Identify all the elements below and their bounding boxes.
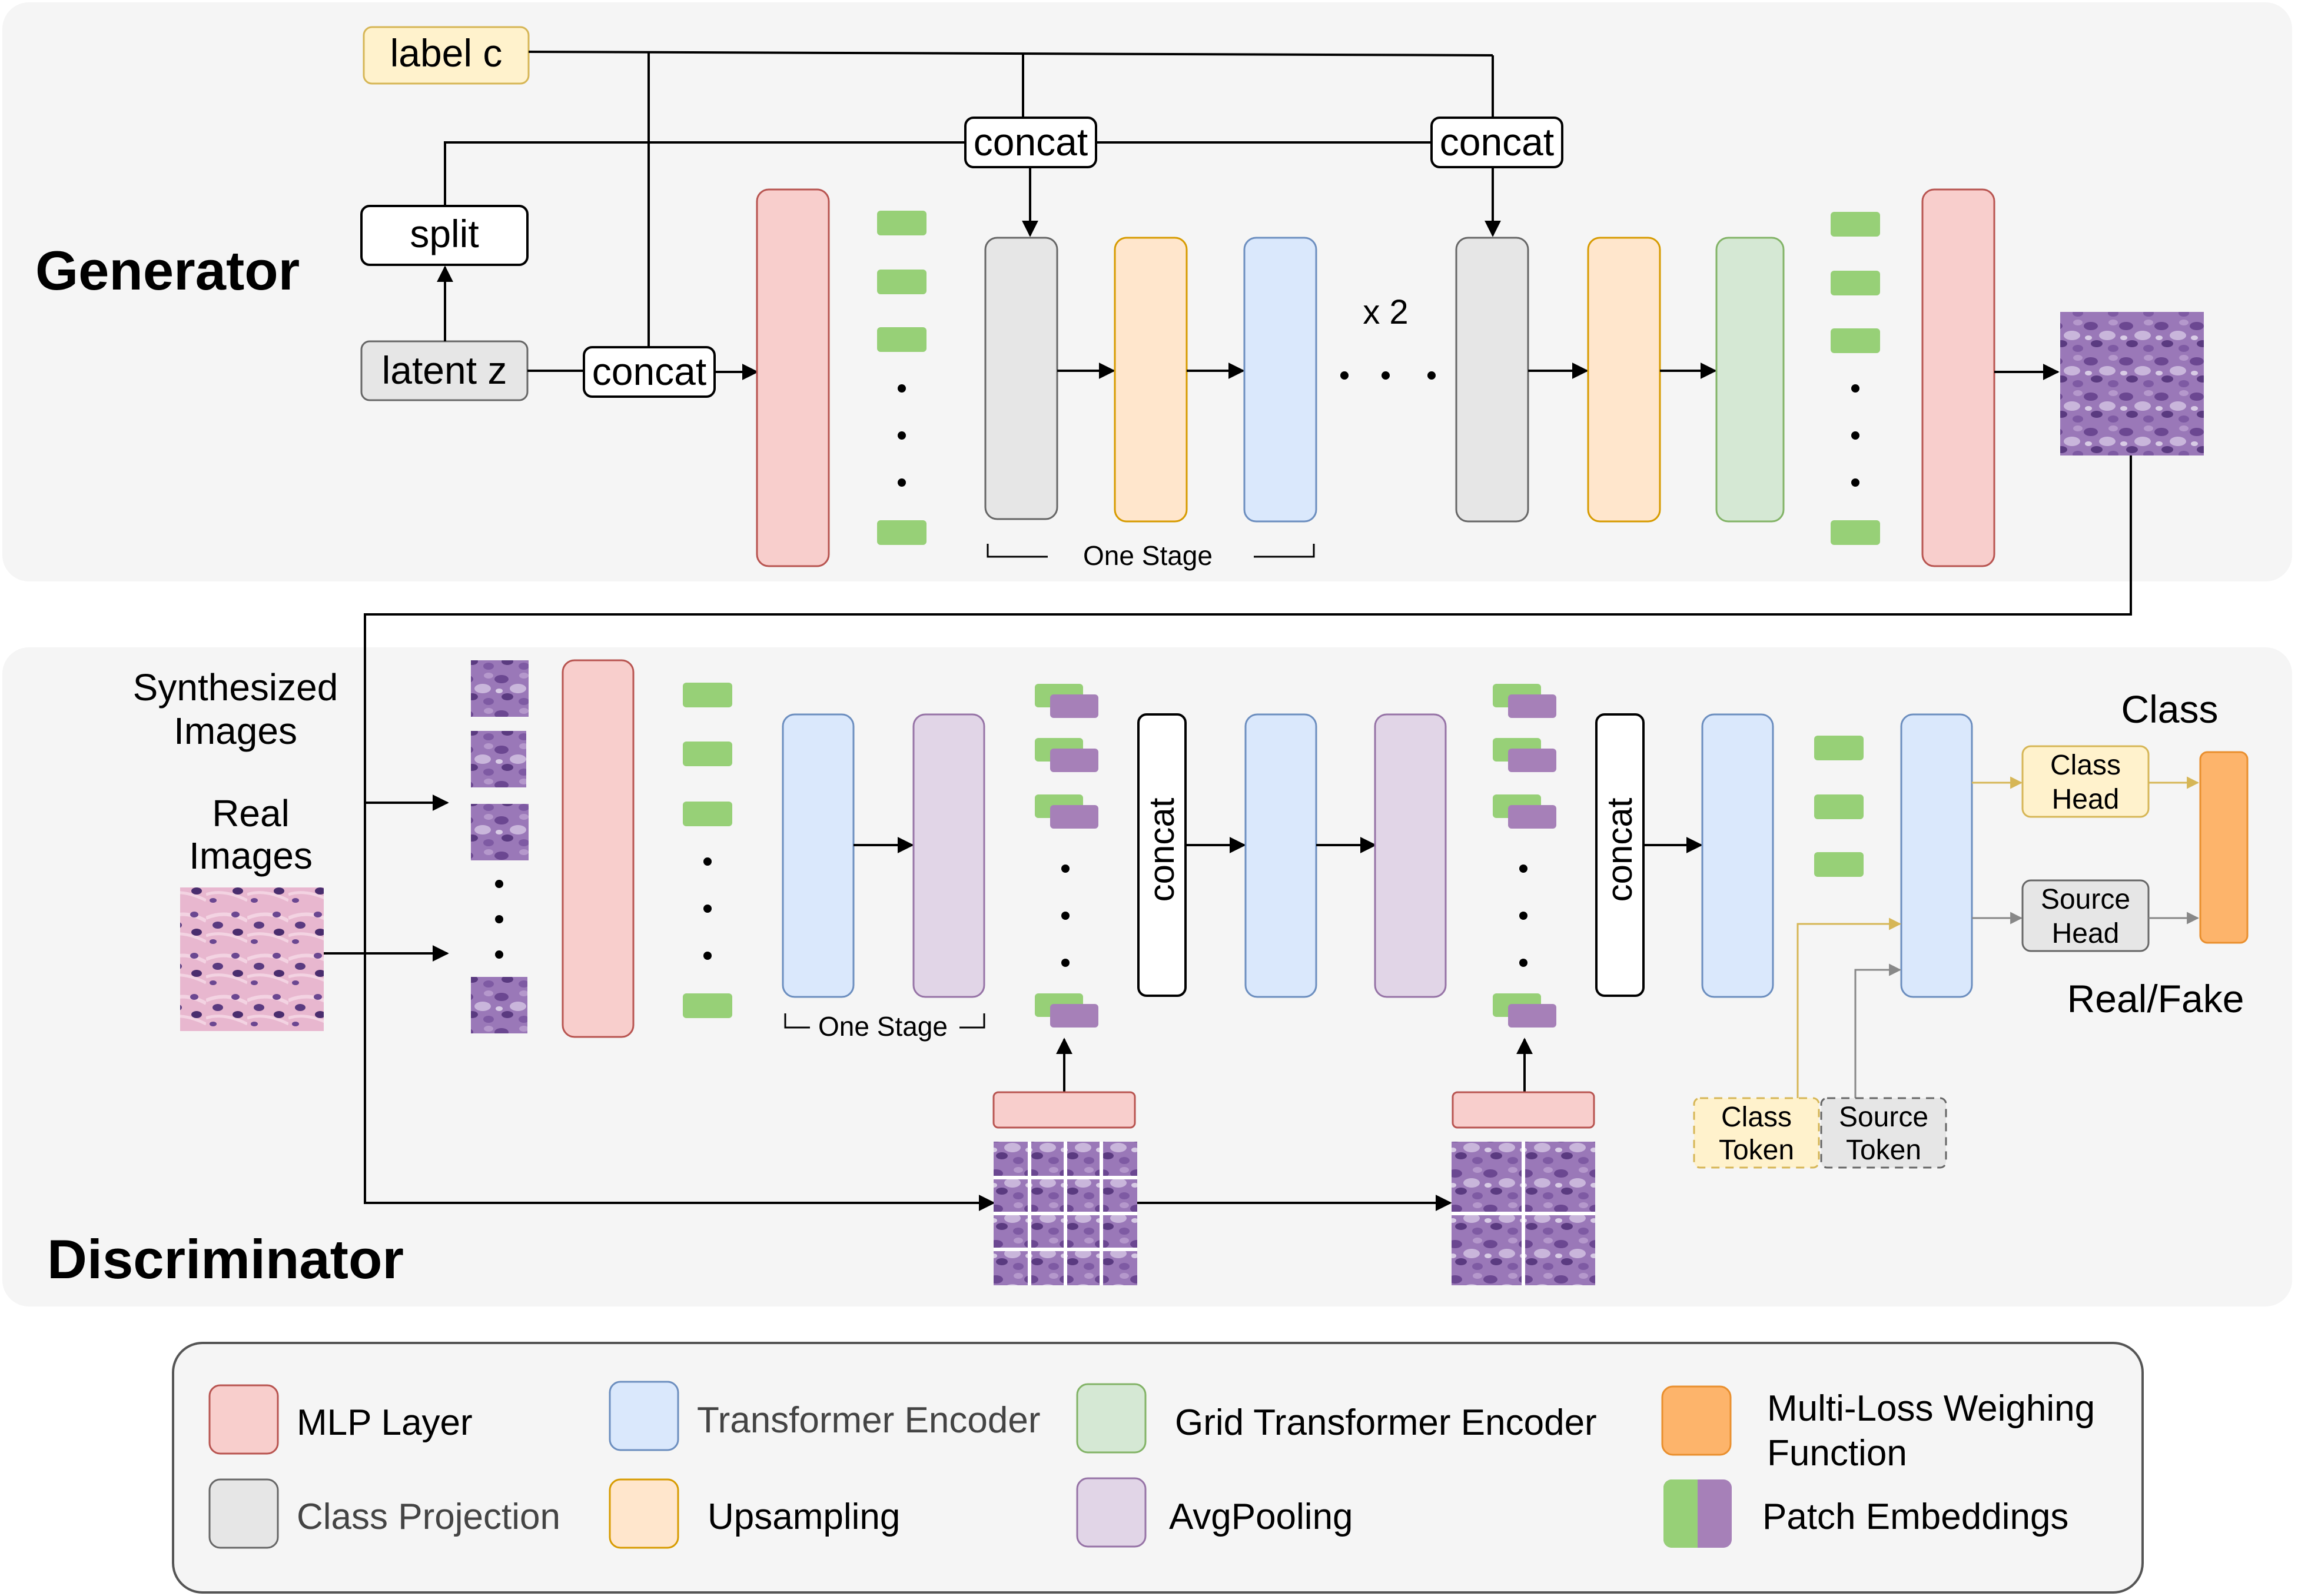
legend-label-avgpooling: AvgPooling (1169, 1497, 1353, 1537)
generator-class-projection-1 (984, 237, 1058, 520)
discriminator-avgpooling-2 (1374, 713, 1447, 998)
grid-image-patches-4x4 (994, 1142, 1137, 1285)
class-token-line2: Token (1719, 1135, 1794, 1166)
legend-label-multi-loss-line1: Multi-Loss Weighing (1767, 1388, 2095, 1429)
concat-box-stage2 (1430, 117, 1563, 168)
real-image (180, 887, 324, 1031)
legend-swatch-class-projection (208, 1478, 279, 1549)
generator-upsampling-2 (1587, 237, 1661, 523)
real-images-label-line1: Real (212, 792, 290, 834)
discriminator-patch-embeddings-1 (683, 683, 732, 1018)
generated-image (2060, 312, 2204, 455)
legend-swatch-grid-transformer-encoder (1076, 1383, 1147, 1454)
synthesized-images-label-line1: Synthesized (133, 666, 338, 709)
generator-patch-embeddings-2 (1831, 212, 1880, 545)
output-class-label: Class (2121, 687, 2218, 731)
class-head-line2: Head (2052, 784, 2120, 815)
legend-swatch-mlp (208, 1384, 279, 1455)
source-head (2021, 879, 2150, 952)
discriminator-patch-embeddings-3 (1493, 684, 1556, 1028)
concat-text-input: concat (592, 350, 706, 393)
class-head-line1: Class (2050, 750, 2121, 781)
legend-label-upsampling: Upsampling (708, 1497, 900, 1537)
latent-z-text: latent z (382, 348, 507, 392)
discriminator-mlp-layer (562, 659, 635, 1038)
legend-label-transformer-encoder: Transformer Encoder (697, 1400, 1040, 1441)
discriminator-concat-2-text: concat (1600, 797, 1639, 902)
input-image-patches (471, 660, 529, 1033)
legend-label-mlp: MLP Layer (297, 1402, 473, 1443)
discriminator-patch-embeddings-4 (1814, 736, 1864, 877)
class-token-line1: Class (1721, 1102, 1792, 1133)
discriminator-transformer-encoder-2 (1244, 713, 1317, 998)
discriminator-concat-1-text: concat (1142, 797, 1181, 902)
generator-title: Generator (35, 240, 300, 301)
discriminator-concat-1 (1137, 713, 1187, 997)
legend-label-grid-transformer-encoder: Grid Transformer Encoder (1175, 1402, 1597, 1443)
repeat-label: x 2 (1363, 293, 1408, 331)
generator-grid-transformer-encoder (1715, 237, 1785, 523)
concat-text-stage2: concat (1440, 120, 1554, 164)
generator-output-mlp-layer (1921, 188, 1995, 567)
discriminator-transformer-encoder-4 (1900, 713, 1973, 998)
discriminator-avgpooling-1 (912, 713, 985, 998)
discriminator-transformer-encoder-3 (1701, 713, 1774, 998)
legend-swatch-transformer-encoder (609, 1381, 679, 1451)
source-token (1820, 1097, 1947, 1169)
split-text: split (410, 212, 479, 255)
source-token-line2: Token (1846, 1135, 1921, 1166)
discriminator-concat-2 (1595, 713, 1645, 997)
label-c-box (363, 26, 530, 85)
discriminator-title: Discriminator (47, 1228, 404, 1290)
legend-swatch-upsampling (609, 1478, 679, 1549)
generator-class-projection-2 (1455, 237, 1529, 523)
generator-one-stage-label: One Stage (1083, 540, 1213, 571)
source-head-line2: Head (2052, 918, 2120, 949)
label-c-text: label c (390, 31, 503, 75)
discriminator-one-stage-label: One Stage (818, 1011, 948, 1042)
generator-upsampling-1 (1114, 237, 1188, 523)
legend-label-multi-loss-line2: Function (1767, 1433, 1907, 1474)
discriminator-transformer-encoder-1 (782, 713, 855, 998)
class-token (1693, 1097, 1820, 1169)
output-realfake-label: Real/Fake (2067, 977, 2244, 1020)
legend-label-class-projection: Class Projection (297, 1497, 560, 1537)
split-box (360, 205, 529, 266)
source-head-line1: Source (2041, 884, 2130, 915)
grid-image-patches-2x2 (1452, 1142, 1595, 1285)
discriminator-mlp-pool-2 (1452, 1091, 1595, 1129)
discriminator-patch-embeddings-2 (1035, 684, 1098, 1028)
generator-transformer-encoder-1 (1243, 237, 1317, 523)
concat-text-stage1: concat (974, 120, 1088, 164)
legend-label-patch-embeddings: Patch Embeddings (1762, 1497, 2068, 1537)
class-head (2021, 745, 2150, 818)
multi-loss-weighing-block (2199, 751, 2249, 944)
legend-swatch-patch-embeddings (1663, 1479, 1732, 1548)
generator-mlp-layer (756, 188, 830, 567)
source-token-line1: Source (1839, 1102, 1928, 1133)
real-images-label-line2: Images (189, 834, 313, 877)
legend-swatch-avgpooling (1076, 1477, 1147, 1548)
legend-swatch-multi-loss (1661, 1385, 1732, 1456)
synthesized-images-label-line2: Images (174, 710, 297, 752)
discriminator-mlp-pool-1 (992, 1091, 1136, 1129)
generator-patch-embeddings-1 (877, 211, 926, 545)
